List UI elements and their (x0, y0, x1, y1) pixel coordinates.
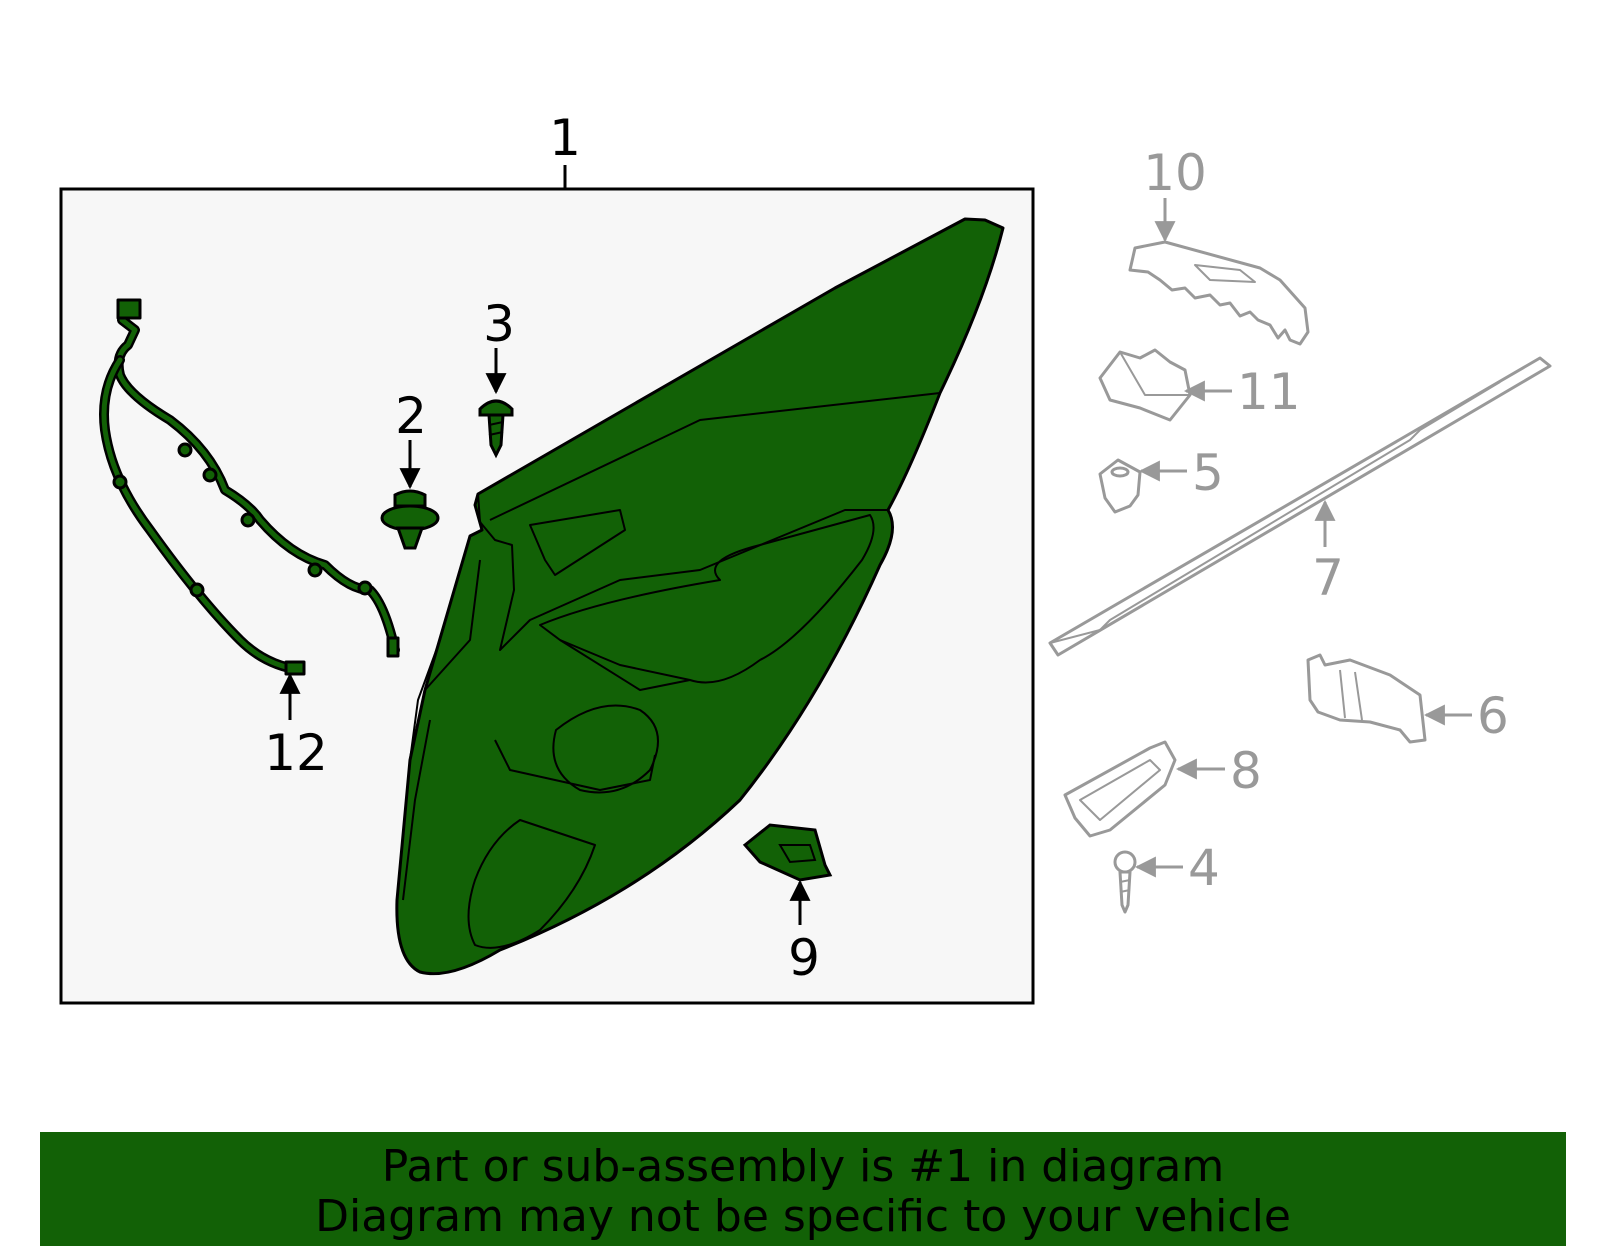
other-parts (1048, 240, 1552, 914)
callout-7: 7 (1312, 549, 1344, 607)
callout-6: 6 (1477, 687, 1509, 745)
callout-8: 8 (1230, 742, 1262, 800)
callout-9: 9 (788, 929, 820, 987)
nut-5 (1098, 458, 1142, 514)
callout-3: 3 (483, 295, 515, 353)
switch-11 (1098, 348, 1192, 422)
disclaimer-line-1: Part or sub-assembly is #1 in diagram (381, 1141, 1225, 1192)
callout-11: 11 (1237, 363, 1301, 421)
callout-1: 1 (549, 109, 581, 167)
screw-4 (1113, 850, 1137, 874)
callout-4: 4 (1188, 839, 1220, 897)
callout-5: 5 (1192, 444, 1224, 502)
door-trim-panel (395, 217, 1005, 976)
disclaimer-banner: Part or sub-assembly is #1 in diagram Di… (40, 1132, 1566, 1246)
disclaimer-line-2: Diagram may not be specific to your vehi… (315, 1191, 1291, 1242)
bracket-6 (1306, 653, 1427, 744)
push-pin-clip (380, 489, 440, 550)
callout-12: 12 (264, 724, 328, 782)
callout-10: 10 (1143, 144, 1207, 202)
bezel-9 (742, 823, 833, 882)
cover-8 (1063, 740, 1177, 838)
callout-2: 2 (395, 387, 427, 445)
bracket-10 (1128, 240, 1310, 346)
wiring-harness (99, 298, 400, 676)
screw-3 (478, 399, 514, 459)
